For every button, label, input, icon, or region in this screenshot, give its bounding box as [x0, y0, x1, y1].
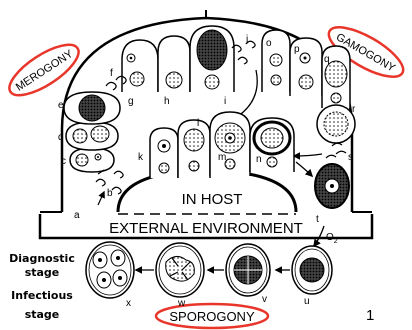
oocyst-x	[86, 242, 134, 298]
svg-text:SPOROGONY: SPOROGONY	[169, 309, 255, 324]
diagnostic-stage-label-line1: Diagnostic	[9, 252, 75, 265]
in-host-label: IN HOST	[182, 191, 243, 208]
label-v: v	[262, 294, 267, 305]
microgametes-s	[326, 143, 346, 158]
label-j: j	[245, 34, 248, 45]
label-p: p	[294, 44, 300, 55]
label-o: o	[266, 38, 272, 49]
merogony-columnar-cells	[122, 26, 234, 92]
label-d: d	[58, 132, 64, 143]
label-q: q	[324, 54, 330, 65]
label-u: u	[304, 296, 310, 307]
label-s: s	[348, 152, 353, 163]
external-environment-label: EXTERNAL ENVIRONMENT	[109, 220, 303, 237]
label-a: a	[74, 210, 80, 221]
label-l: l	[197, 118, 199, 129]
merogony-cell-stack	[64, 92, 120, 172]
label-g: g	[128, 96, 134, 107]
arrow-s-to-n	[294, 154, 322, 156]
label-e: e	[58, 100, 64, 111]
label-r: r	[352, 104, 356, 115]
label-m: m	[218, 152, 226, 163]
label-i: i	[224, 96, 226, 107]
label-n: n	[256, 154, 262, 165]
merozoites-j	[232, 41, 255, 64]
label-h: h	[164, 96, 170, 107]
label-k: k	[138, 152, 144, 163]
label-t: t	[316, 214, 319, 225]
oxygen-label: O2	[326, 232, 338, 245]
merogony-badge: MEROGONY	[2, 36, 85, 105]
oocyst-u	[292, 246, 332, 294]
infectious-stage-label-line1: Infectious	[11, 289, 73, 302]
oocyst-v	[226, 244, 270, 296]
infectious-stage-label-line2: stage	[25, 308, 60, 321]
sporogony-badge: SPOROGONY	[156, 304, 268, 328]
arrow-t-to-u	[314, 226, 324, 246]
diagnostic-stage-label-line2: stage	[25, 266, 60, 279]
oocyst-w	[156, 243, 204, 297]
oocyst-t	[315, 164, 349, 208]
arrow-n-to-t	[296, 162, 312, 176]
page-number: 1	[366, 307, 374, 324]
label-f: f	[110, 68, 113, 79]
label-b: b	[107, 188, 113, 199]
label-w: w	[177, 298, 186, 309]
arrow-a-to-b	[98, 192, 104, 205]
label-c: c	[61, 156, 66, 167]
label-x: x	[126, 298, 131, 309]
gamogony-inner-cells	[150, 112, 294, 178]
